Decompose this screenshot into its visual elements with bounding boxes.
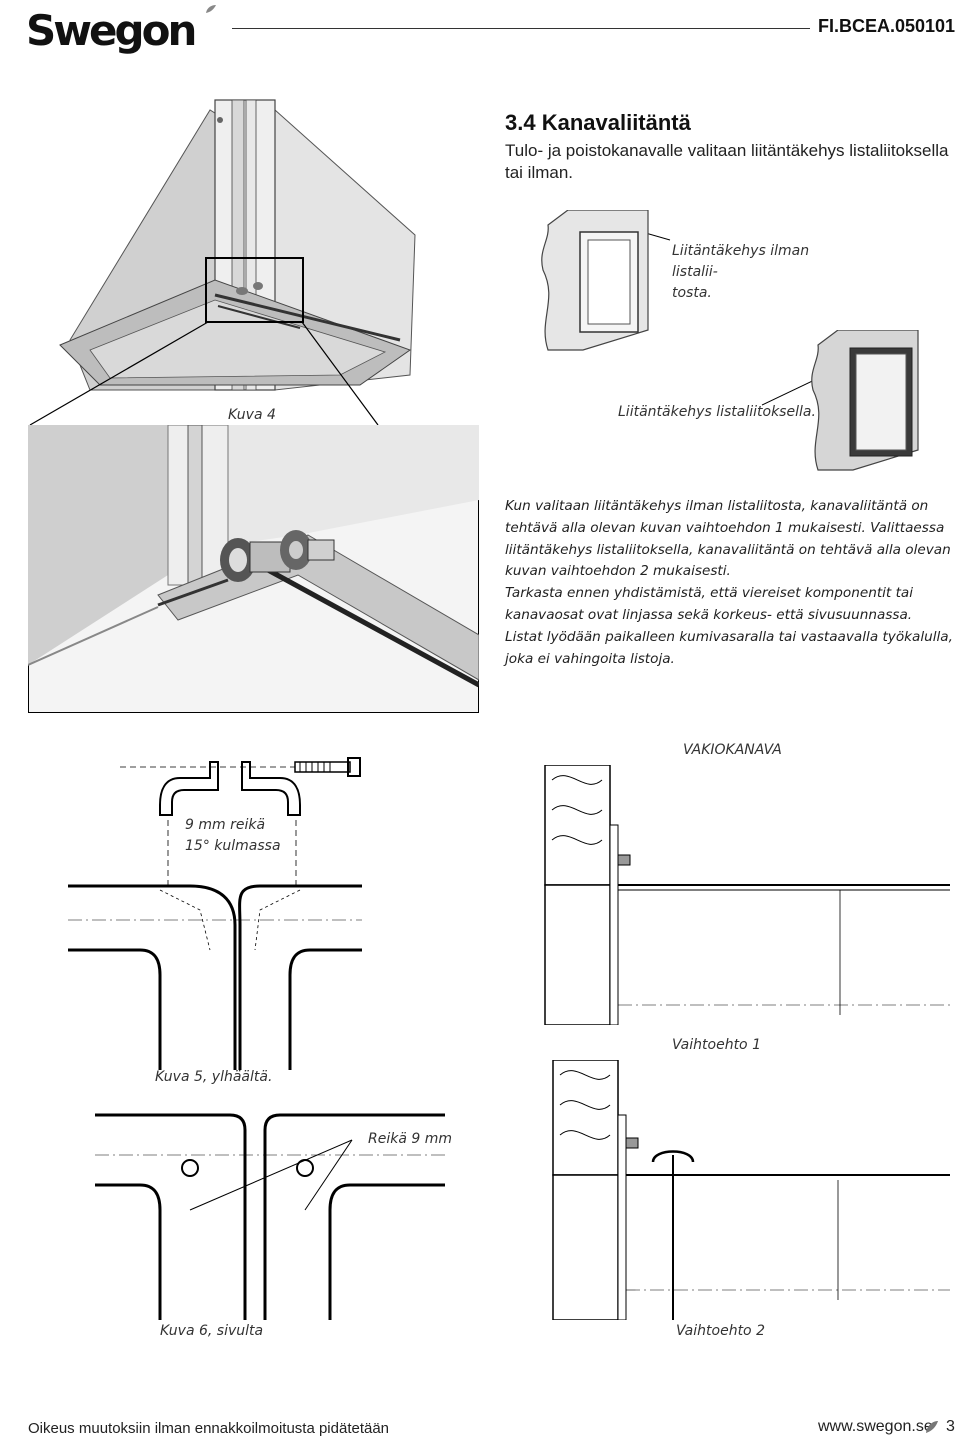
frame-without-strip-label: Liitäntäkehys ilman listalii- tosta. [672,243,810,301]
figure-5-top-view [68,757,362,1070]
hole-label-reika: Reikä 9 mm [368,1131,452,1147]
unit-corner-illustration [59,99,416,391]
document-code: FI.BCEA.050101 [818,16,956,36]
frame-with-strip-label: Liitäntäkehys listaliitoksella. [618,404,816,420]
section-intro: Tulo- ja poistokanavalle valitaan liitän… [505,141,949,182]
detail-enlarged-view [28,425,479,713]
option-2-label: Vaihtoehto 2 [676,1323,765,1339]
body-text: Kun valitaan liitäntäkehys ilman listali… [505,496,955,670]
page-number: 3 [946,1418,955,1435]
logo-leaf-icon [206,5,216,13]
paragraph-1: Kun valitaan liitäntäkehys ilman listali… [505,498,951,580]
footer-leaf-icon [926,1421,938,1433]
hole-label-angle: 15° kulmassa [185,838,281,854]
footer-website[interactable]: www.swegon.se [818,1418,933,1435]
paragraph-2: Tarkasta ennen yhdistämistä, että vierei… [505,585,914,623]
footer-disclaimer: Oikeus muutoksiin ilman ennakkoilmoitust… [28,1420,390,1437]
frame-without-strip-illustration [541,210,649,351]
option-1-label: Vaihtoehto 1 [672,1037,761,1053]
standard-duct-label: VAKIOKANAVA [683,742,782,758]
swegon-logo: Swegon [26,6,197,55]
option-1-section [544,765,950,1025]
hole-label-9mm: 9 mm reikä [185,817,266,833]
figure-5-caption: Kuva 5, ylhäältä. [155,1069,273,1085]
header-rule [232,28,810,29]
frame-with-strip-illustration [811,330,919,471]
option-2-section [552,1060,950,1320]
paragraph-3: Listat lyödään paikalleen kumivasaralla … [505,628,953,667]
figure-6-caption: Kuva 6, sivulta [160,1323,264,1339]
section-title: 3.4 Kanavaliitäntä [505,110,691,135]
figure-4-caption: Kuva 4 [228,407,276,423]
figure-6-side-view [95,1113,445,1320]
